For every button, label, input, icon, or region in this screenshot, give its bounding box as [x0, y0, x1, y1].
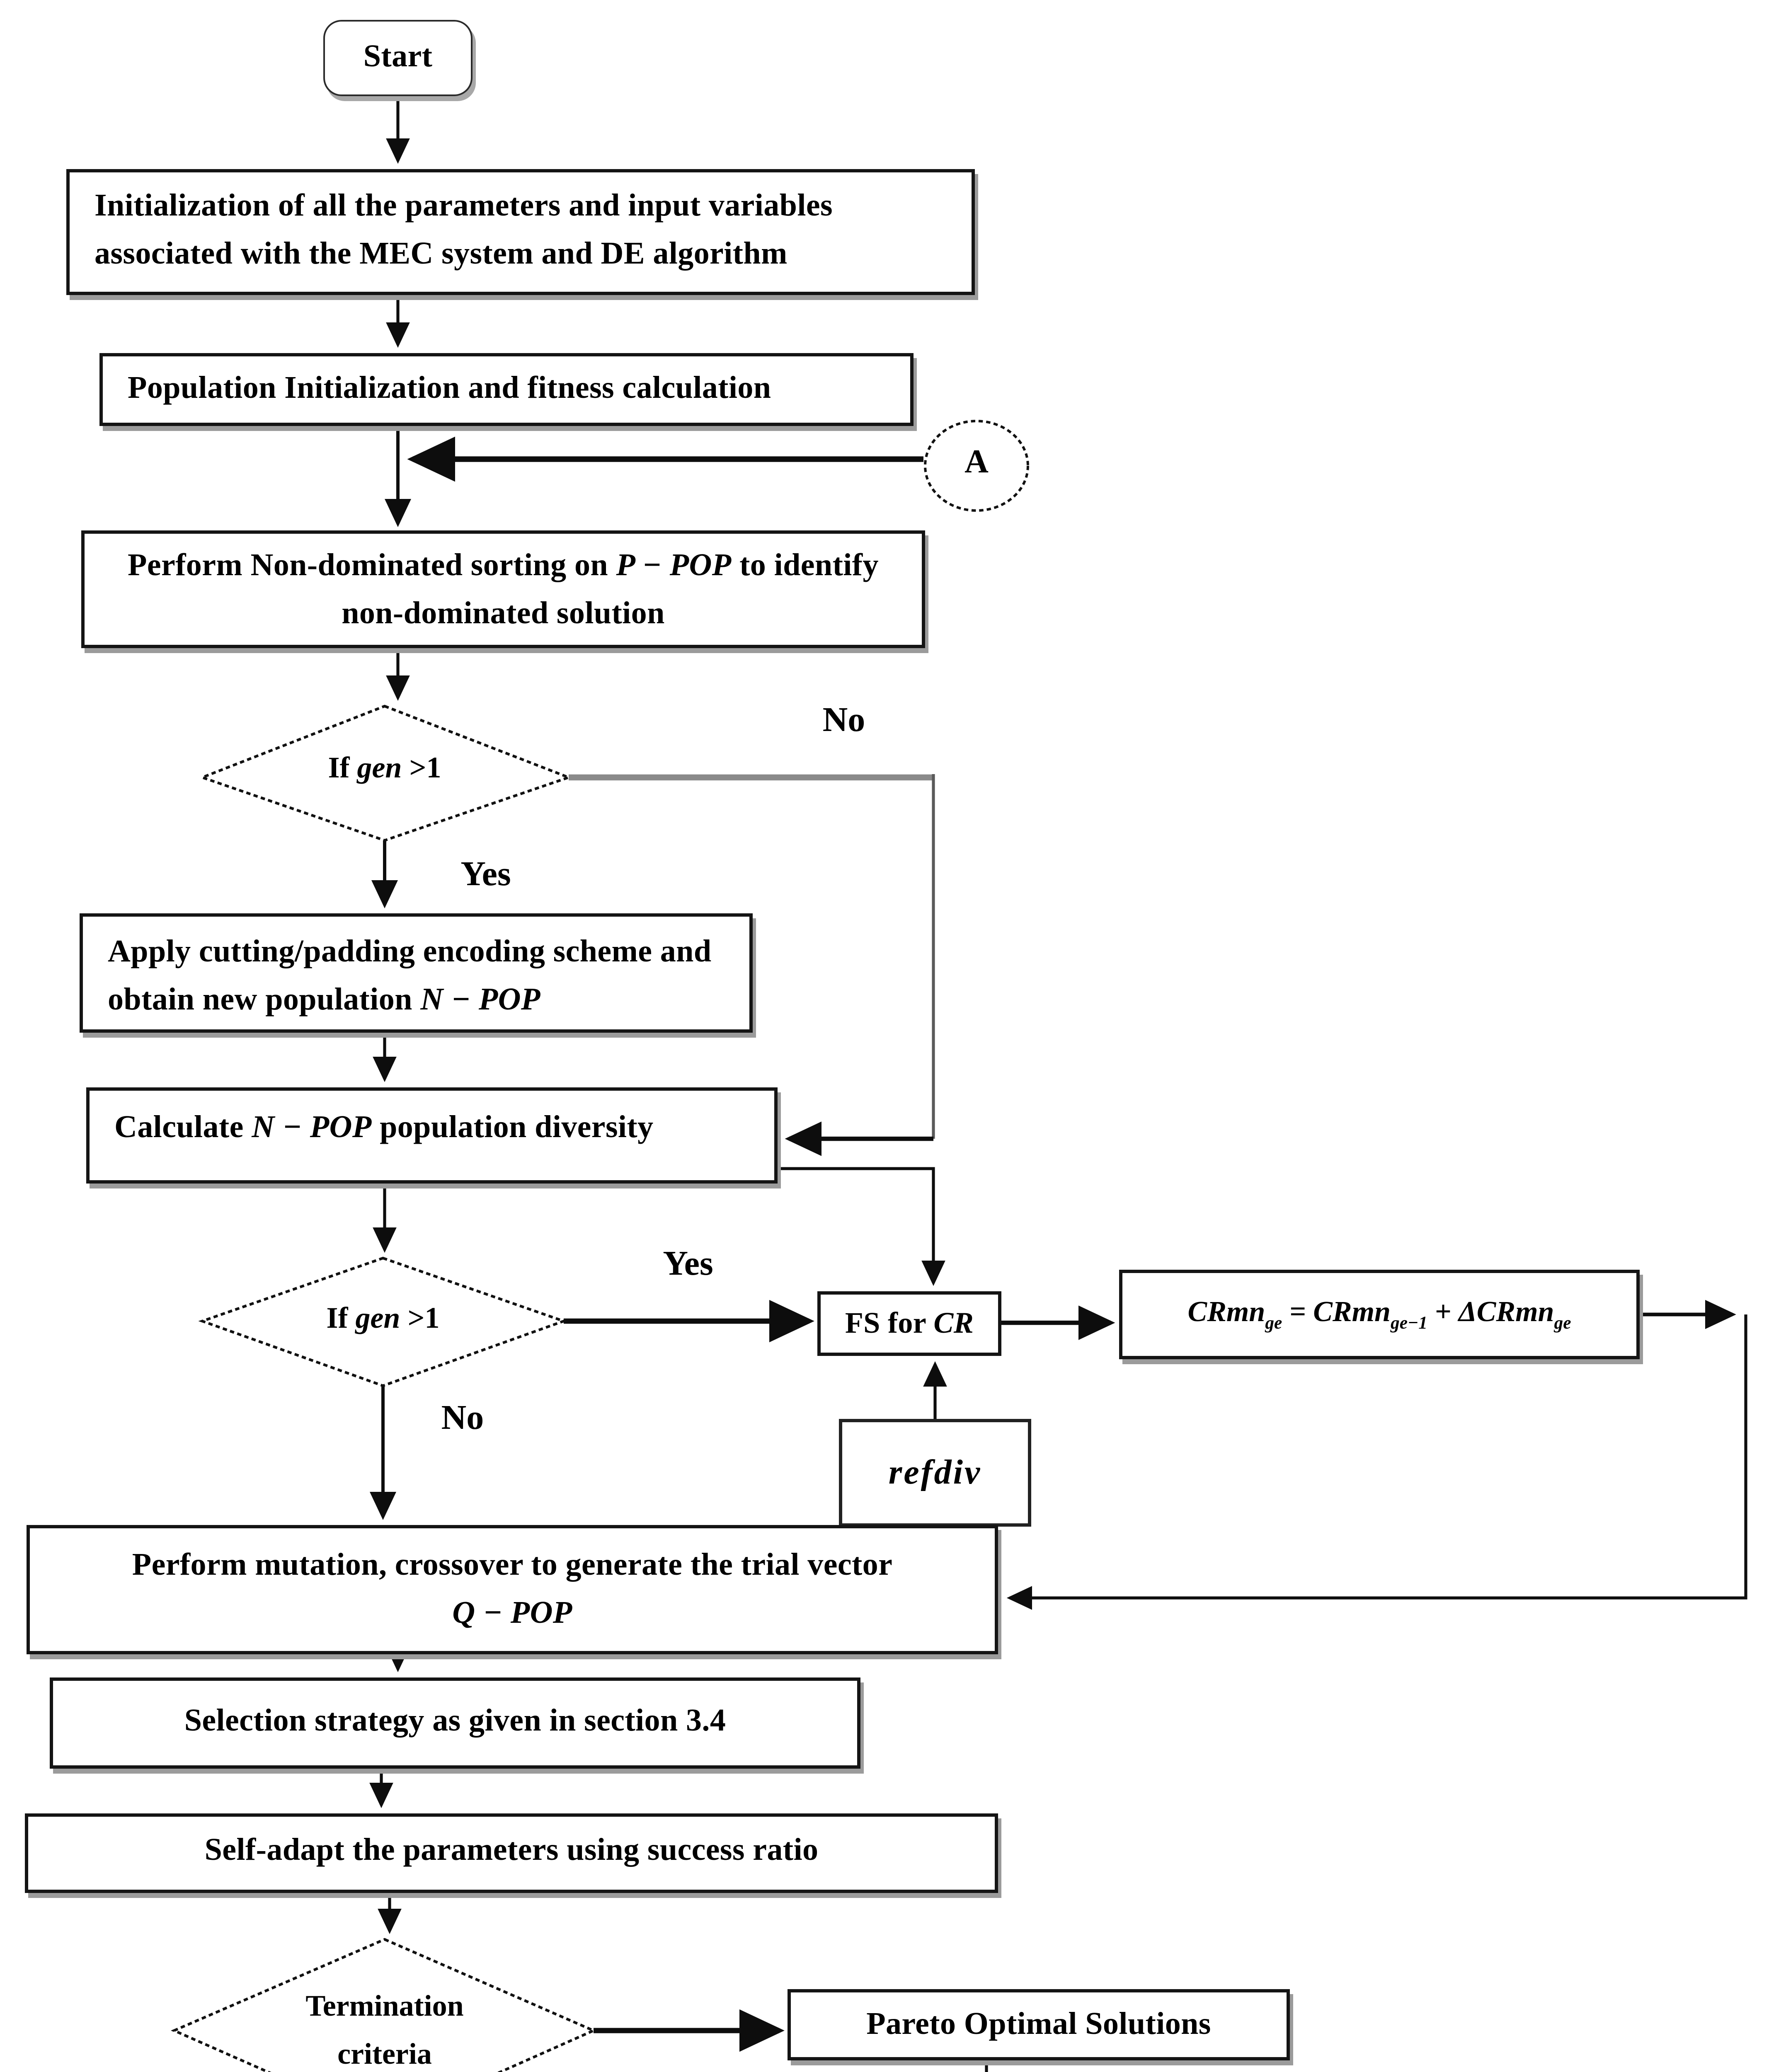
apply-encoding-line1: Apply cutting/padding encoding scheme an… [108, 935, 712, 970]
mutation-line2: Q − POP [452, 1597, 572, 1632]
gen-check-1-label: If gen >1 [328, 751, 441, 784]
termination-diamond [171, 1938, 597, 2072]
connector-a-top-label: A [964, 444, 989, 481]
edge-label-yes-2: Yes [663, 1243, 713, 1283]
initialization-box: Initialization of all the parameters and… [66, 169, 975, 295]
start-node: Start [323, 20, 473, 96]
selection-box: Selection strategy as given in section 3… [50, 1677, 860, 1769]
self-adapt-box: Self-adapt the parameters using success … [25, 1813, 998, 1893]
selection-label: Selection strategy as given in section 3… [184, 1704, 726, 1739]
edge-label-yes-1: Yes [460, 854, 511, 893]
calc-diversity-box: Calculate N − POP population diversity [86, 1087, 778, 1184]
mutation-box: Perform mutation, crossover to generate … [27, 1525, 998, 1654]
gen-check-2-label: If gen >1 [326, 1301, 440, 1334]
refdiv-box: refdiv [839, 1419, 1031, 1527]
pareto-box: Pareto Optimal Solutions [788, 1989, 1290, 2060]
start-label: Start [363, 40, 433, 75]
pareto-label: Pareto Optimal Solutions [866, 2007, 1211, 2042]
arrow-corner-to-mutation [1006, 1314, 1747, 1610]
equation-box: CRmnge = CRmnge−1 + ΔCRmnge [1119, 1270, 1640, 1359]
fs-for-cr-box: FS for CR [817, 1291, 1001, 1356]
initialization-line1: Initialization of all the parameters and… [95, 189, 833, 224]
apply-encoding-box: Apply cutting/padding encoding scheme an… [80, 913, 753, 1033]
self-adapt-label: Self-adapt the parameters using success … [204, 1833, 819, 1868]
apply-encoding-line2: obtain new population N − POP [108, 983, 540, 1019]
calc-diversity-label: Calculate N − POP population diversity [114, 1111, 654, 1145]
initialization-line2: associated with the MEC system and DE al… [95, 237, 788, 273]
population-init-label: Population Initialization and fitness ca… [128, 372, 771, 407]
equation-label: CRmnge = CRmnge−1 + ΔCRmnge [1187, 1295, 1571, 1334]
population-init-box: Population Initialization and fitness ca… [99, 353, 914, 426]
fs-for-cr-label: FS for CR [845, 1305, 974, 1339]
gen-check-1-diamond [198, 704, 573, 842]
sorting-box: Perform Non-dominated sorting on P − POP… [81, 530, 925, 648]
edge-label-no-1: No [822, 700, 865, 739]
arrow-calc-to-fs [778, 1167, 945, 1286]
edge-label-yes-3: Yes [653, 2064, 743, 2072]
sorting-line2: non-dominated solution [342, 597, 665, 632]
termination-label: Termination criteria [305, 1989, 464, 2070]
gen-check-2-diamond [198, 1256, 568, 1387]
mutation-line1: Perform mutation, crossover to generate … [132, 1548, 893, 1583]
refdiv-label: refdiv [888, 1452, 982, 1492]
sorting-line1: Perform Non-dominated sorting on P − POP… [128, 549, 879, 583]
edge-label-no-2: No [441, 1397, 484, 1437]
connector-a-top-circle [924, 420, 1029, 512]
